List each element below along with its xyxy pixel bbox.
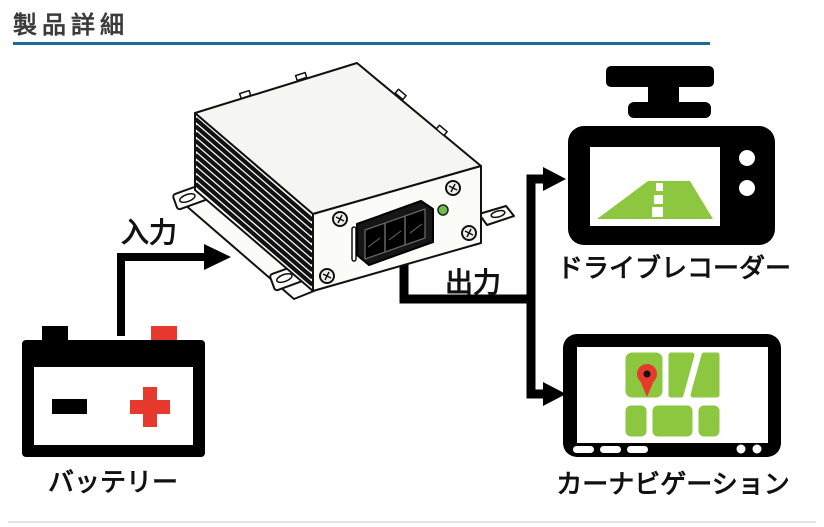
output-connector bbox=[356, 200, 434, 266]
road-center-line bbox=[652, 183, 663, 217]
drive-recorder-icon bbox=[568, 66, 775, 245]
heatsink-fins bbox=[194, 117, 314, 287]
led-indicator bbox=[437, 204, 449, 216]
minus-terminal-symbol bbox=[52, 399, 87, 414]
input-arrow bbox=[117, 244, 231, 336]
input-arrow-label: 入力 bbox=[121, 217, 178, 248]
bottom-divider bbox=[8, 521, 816, 523]
output-arrows bbox=[399, 167, 566, 406]
dcdc-converter-illustration bbox=[172, 62, 515, 300]
screws bbox=[319, 180, 477, 284]
mounting-tab-right bbox=[478, 205, 515, 226]
car-navigation-label: カーナビゲーション bbox=[556, 469, 790, 499]
car-navigation-icon bbox=[563, 334, 781, 457]
page-title: 製品詳細 bbox=[13, 12, 129, 39]
car-battery-icon bbox=[22, 326, 205, 457]
title-underline bbox=[13, 42, 710, 45]
plus-terminal-symbol bbox=[130, 387, 170, 427]
recorder-button-top bbox=[739, 150, 755, 166]
output-arrow-label: 出力 bbox=[445, 267, 502, 298]
location-pin-icon bbox=[637, 364, 657, 397]
battery-label: バッテリー bbox=[47, 467, 178, 497]
recorder-button-bottom bbox=[739, 180, 755, 196]
nav-bottom-buttons bbox=[573, 444, 762, 454]
drive-recorder-label: ドライブレコーダー bbox=[556, 253, 791, 283]
